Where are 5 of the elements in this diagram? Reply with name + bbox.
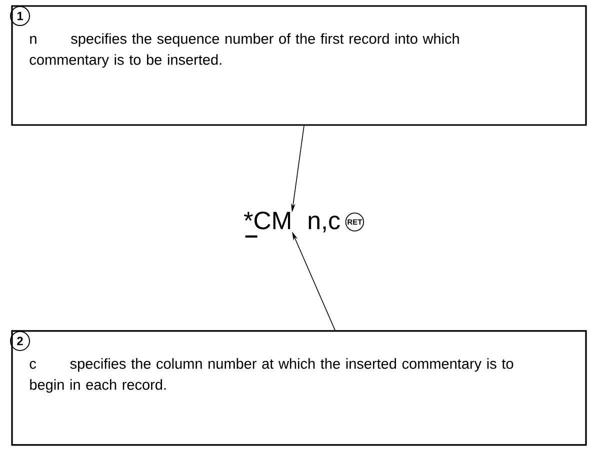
callout-number: 1 — [10, 6, 30, 26]
callout-number: 2 — [10, 330, 30, 351]
command-text: *CM n,c — [244, 212, 340, 232]
description-text: c specifies the column number at which the inserted commentary is to begin in each record. — [30, 358, 514, 393]
description-text: n specifies the sequence number of the first record into which commentary is to be inserted. — [30, 33, 459, 68]
